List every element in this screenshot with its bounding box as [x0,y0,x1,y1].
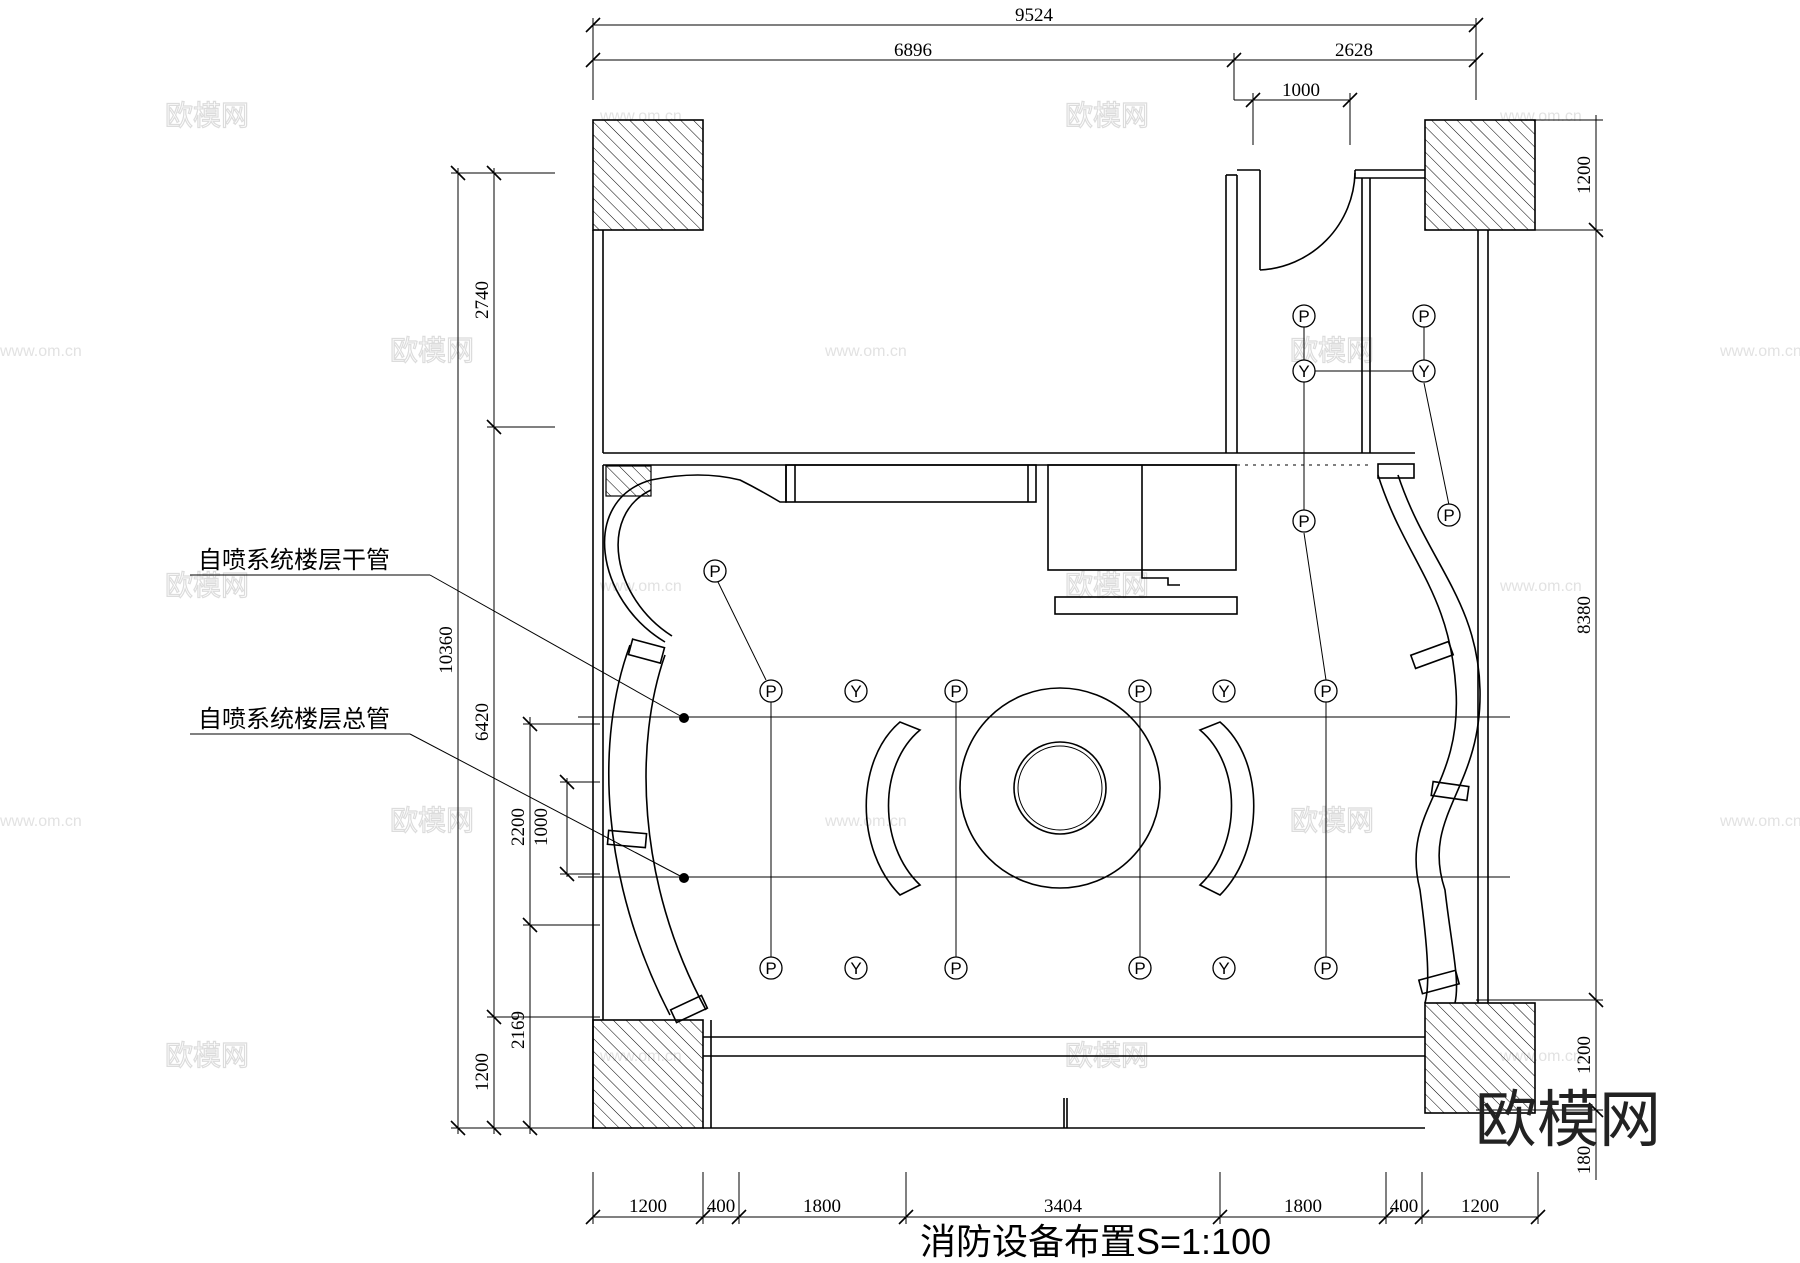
sprinkler-head-symbol: P [1314,956,1338,980]
svg-text:Y: Y [1218,959,1229,978]
dim-door-width: 1000 [1282,80,1320,101]
svg-text:Y: Y [850,682,861,701]
svg-text:P: P [1418,307,1429,326]
right-dimensions: 1200 8380 1200 180 [1476,115,1604,1180]
watermark-url: www.om.cn [1499,578,1582,595]
dim-upper-height: 2740 [472,281,493,319]
dim-bottom-7: 1200 [1461,1196,1499,1217]
watermark-url: www.om.cn [1719,813,1800,830]
dim-left-width: 6896 [894,40,932,61]
sprinkler-head-symbol: P [1292,304,1316,328]
dim-bottom-3: 1800 [803,1196,841,1217]
sprinkler-head-symbol: P [759,679,783,703]
smoke-detector-symbol: Y [1212,679,1236,703]
svg-text:P: P [765,682,776,701]
dim-lower-height: 6420 [472,703,493,741]
column-top-left [592,119,704,231]
smoke-detector-symbol: Y [844,679,868,703]
svg-text:P: P [1298,307,1309,326]
dim-pipe-gap-outer: 2200 [508,808,529,846]
svg-text:P: P [1298,512,1309,531]
sprinkler-head-symbol: P [944,956,968,980]
svg-text:Y: Y [850,959,861,978]
svg-text:P: P [1320,959,1331,978]
watermark-brand: 欧模网 [165,99,249,132]
column-bottom-right [1424,1002,1536,1114]
dim-bottom-4: 3404 [1044,1196,1083,1217]
dim-bottom-1: 1200 [629,1196,667,1217]
interior-fixtures [603,463,1481,1024]
watermarks: 欧模网 欧模网 欧模网 欧模网 欧模网 欧模网 欧模网 欧模网 欧模网 欧模网 … [0,98,1800,1072]
svg-text:Y: Y [1418,362,1429,381]
watermark-brand: 欧模网 [390,334,474,367]
smoke-detector-symbol: Y [1412,359,1436,383]
drawing-title: 消防设备布置S=1:100 [920,1221,1271,1262]
svg-text:Y: Y [1218,682,1229,701]
dim-bottom-b: 1200 [472,1053,493,1091]
dim-bottom-5: 1800 [1284,1196,1322,1217]
dim-right-top: 1200 [1574,156,1595,194]
sprinkler-head-symbol: P [1437,503,1461,527]
svg-text:P: P [950,959,961,978]
smoke-detector-symbol: Y [844,956,868,980]
svg-text:P: P [709,562,720,581]
smoke-detector-symbol: Y [1212,956,1236,980]
dim-total-height: 10360 [436,626,457,674]
column-top-right [1424,119,1536,231]
sprinkler-head-symbol: P [703,559,727,583]
fire-device-symbols: P P Y P P Y P P Y P P Y P P P Y Y P P [703,304,1461,980]
svg-text:P: P [1134,682,1145,701]
leader-labels: 自喷系统楼层干管 自喷系统楼层总管 [190,547,685,879]
watermark-url: www.om.cn [0,343,82,360]
svg-text:P: P [1443,506,1454,525]
svg-text:P: P [950,682,961,701]
label-total-pipe: 自喷系统楼层总管 [198,706,390,733]
watermark-url: www.om.cn [824,343,907,360]
watermark-brand: 欧模网 [165,569,249,602]
walls [592,169,1489,1129]
dim-bottom-a: 2169 [508,1011,529,1049]
watermark-brand: 欧模网 [390,804,474,837]
dim-overall-width: 9524 [1015,5,1054,26]
dim-bottom-2: 400 [707,1196,736,1217]
svg-text:P: P [765,959,776,978]
smoke-detector-symbol: Y [1292,359,1316,383]
dim-right-middle: 8380 [1574,596,1595,634]
watermark-brand: 欧模网 [1065,99,1149,132]
dim-right-bottom-a: 1200 [1574,1036,1595,1074]
dim-bottom-6: 400 [1390,1196,1419,1217]
svg-text:P: P [1134,959,1145,978]
watermark-brand: 欧模网 [1290,804,1374,837]
column-bottom-left [592,1019,704,1129]
sprinkler-head-symbol: P [1128,956,1152,980]
brand-logo: 欧模网 [1475,1083,1661,1156]
label-main-pipe: 自喷系统楼层干管 [198,547,390,574]
sprinkler-head-symbol: P [944,679,968,703]
watermark-url: www.om.cn [0,813,82,830]
dim-right-bottom-b: 180 [1574,1146,1595,1175]
watermark-brand: 欧模网 [165,1039,249,1072]
watermark-url: www.om.cn [1719,343,1800,360]
left-dimensions: 10360 2740 6420 2200 1000 2169 1200 [436,165,600,1136]
dim-right-width: 2628 [1335,40,1373,61]
watermark-url: www.om.cn [599,578,682,595]
sprinkler-head-symbol: P [1412,304,1436,328]
svg-text:P: P [1320,682,1331,701]
svg-text:Y: Y [1298,362,1309,381]
top-dimensions: 9524 6896 2628 1000 [585,5,1484,145]
sprinkler-pipes [578,316,1510,968]
sprinkler-head-symbol: P [1128,679,1152,703]
sprinkler-head-symbol: P [759,956,783,980]
sprinkler-head-symbol: P [1314,679,1338,703]
watermark-url: www.om.cn [824,813,907,830]
dim-pipe-gap-inner: 1000 [531,808,552,846]
bottom-dimensions: 1200 400 1800 3404 1800 400 1200 [585,1172,1546,1225]
sprinkler-head-symbol: P [1292,509,1316,533]
structural-columns [592,119,1536,1129]
